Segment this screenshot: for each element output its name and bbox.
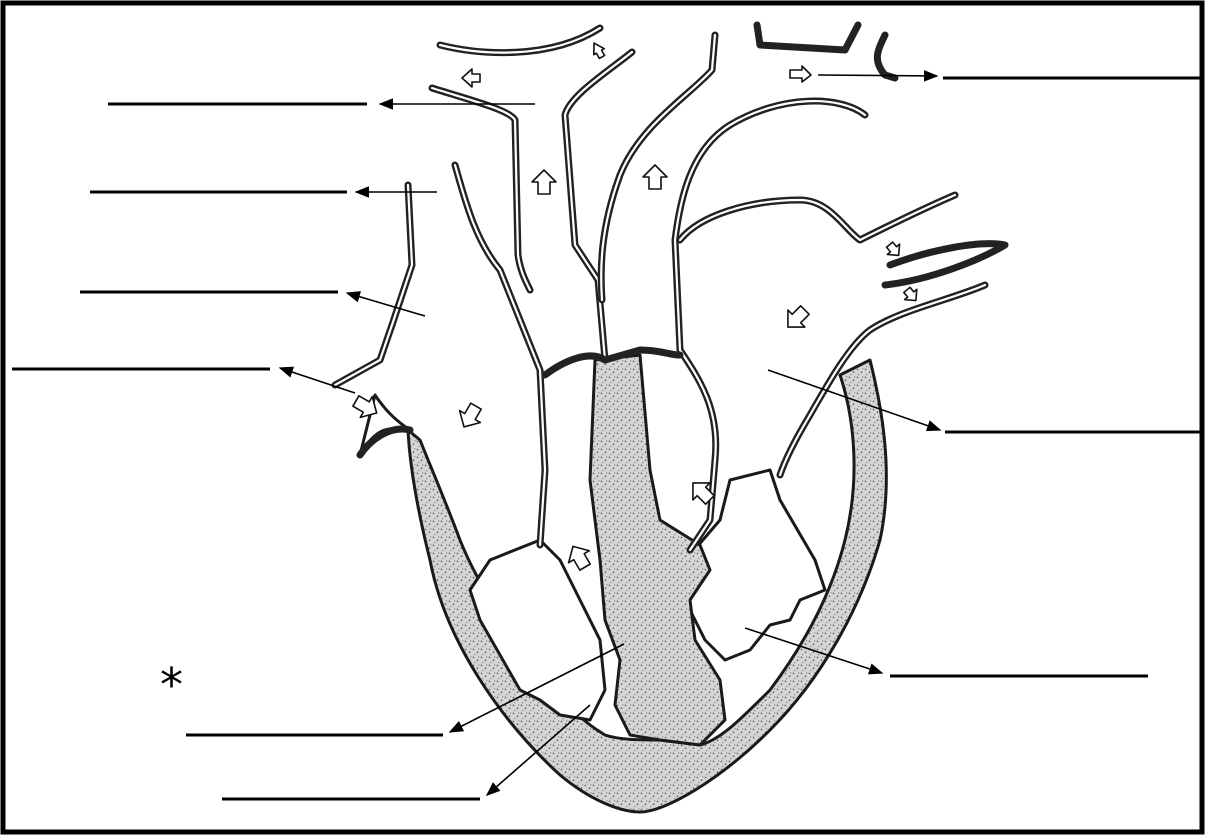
leader-left-3 [347,293,425,316]
arrow-icon [532,170,556,194]
arrow-icon [643,165,667,189]
arrow-icon [901,285,922,306]
asterisk-marker: * [160,662,183,708]
arrow-icon [563,540,596,573]
arrow-icon [790,66,811,82]
arrow-icon [462,69,480,87]
leader-top-right [818,75,937,76]
arrow-icon [589,40,607,60]
arrow-icon [779,302,813,336]
arrow-icon [454,400,487,433]
